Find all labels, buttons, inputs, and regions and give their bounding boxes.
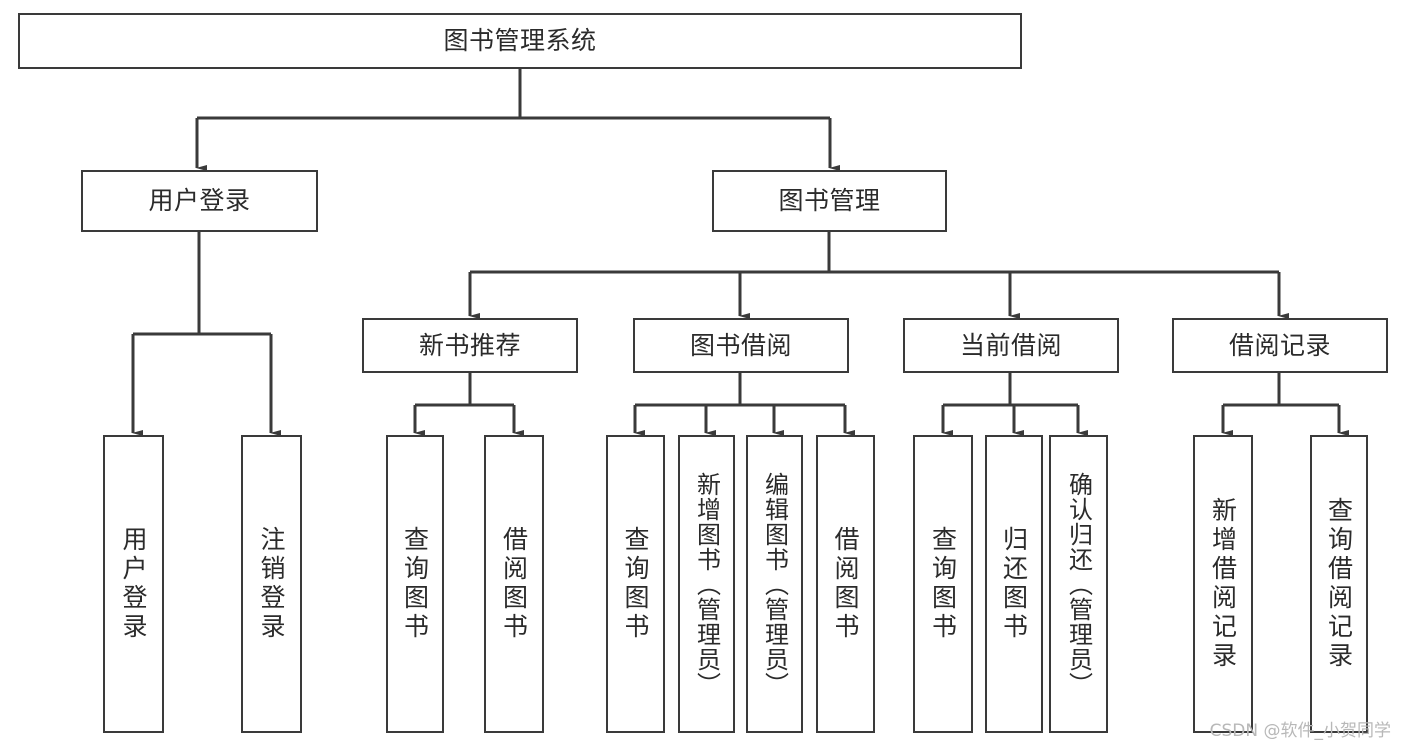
node-label: 新增图书（管理员） (692, 471, 721, 697)
connector-book-management-to-level3 (468, 232, 1289, 319)
node-label: 图书管理系统 (443, 26, 597, 56)
node-label: 用户登录 (119, 526, 148, 642)
connector-borrow-records-to-leaves (1221, 373, 1349, 436)
leaf-node-leaf-borrow-book[interactable]: 借阅图书 (816, 435, 875, 733)
node-label: 图书借阅 (689, 330, 792, 360)
node-label: 借阅记录 (1228, 330, 1331, 360)
node-label: 查询图书 (928, 526, 958, 642)
level3-node-current-borrow[interactable]: 当前借阅 (903, 318, 1119, 373)
node-label: 查询图书 (400, 526, 430, 642)
connector-new-book-recommend-to-leaves (413, 373, 524, 436)
connector-group (131, 69, 1349, 436)
node-label: 图书管理 (778, 186, 881, 216)
level3-node-borrow-records[interactable]: 借阅记录 (1172, 318, 1388, 373)
connector-current-borrow-to-leaves (941, 373, 1088, 436)
node-label: 注销登录 (257, 526, 286, 642)
node-label: 确认归还（管理员） (1064, 471, 1093, 697)
node-label: 当前借阅 (959, 330, 1062, 360)
level3-node-book-borrow[interactable]: 图书借阅 (633, 318, 849, 373)
connector-root-to-level2 (195, 69, 840, 171)
leaf-node-leaf-edit-book-admin[interactable]: 编辑图书（管理员） (746, 435, 803, 733)
leaf-node-leaf-query-book-recommend[interactable]: 查询图书 (386, 435, 444, 733)
node-label: 借阅图书 (831, 526, 860, 642)
node-label: 新书推荐 (418, 330, 521, 360)
level2-node-user-login[interactable]: 用户登录 (81, 170, 318, 232)
node-label: 查询图书 (621, 526, 650, 642)
leaf-node-leaf-confirm-return-admin[interactable]: 确认归还（管理员） (1049, 435, 1108, 733)
node-label: 查询借阅记录 (1324, 497, 1354, 671)
leaf-node-leaf-borrow-book-recommend[interactable]: 借阅图书 (484, 435, 544, 733)
leaf-node-leaf-query-book-borrow[interactable]: 查询图书 (606, 435, 665, 733)
connector-user-login-to-leaves (131, 232, 281, 436)
level2-node-book-management[interactable]: 图书管理 (712, 170, 947, 232)
leaf-node-leaf-add-book-admin[interactable]: 新增图书（管理员） (678, 435, 735, 733)
level3-node-new-book-recommend[interactable]: 新书推荐 (362, 318, 578, 373)
node-label: 编辑图书（管理员） (760, 471, 789, 697)
node-label: 借阅图书 (499, 526, 529, 642)
leaf-node-leaf-add-borrow-record[interactable]: 新增借阅记录 (1193, 435, 1253, 733)
node-label: 新增借阅记录 (1208, 497, 1238, 671)
leaf-node-leaf-query-borrow-record[interactable]: 查询借阅记录 (1310, 435, 1368, 733)
leaf-node-leaf-logout[interactable]: 注销登录 (241, 435, 302, 733)
connector-book-borrow-to-leaves (633, 373, 855, 436)
root-node-root[interactable]: 图书管理系统 (18, 13, 1022, 69)
leaf-node-leaf-return-book[interactable]: 归还图书 (985, 435, 1043, 733)
leaf-node-leaf-query-book-current[interactable]: 查询图书 (913, 435, 973, 733)
node-label: 用户登录 (148, 186, 251, 216)
node-label: 归还图书 (999, 526, 1029, 642)
leaf-node-leaf-user-login[interactable]: 用户登录 (103, 435, 164, 733)
